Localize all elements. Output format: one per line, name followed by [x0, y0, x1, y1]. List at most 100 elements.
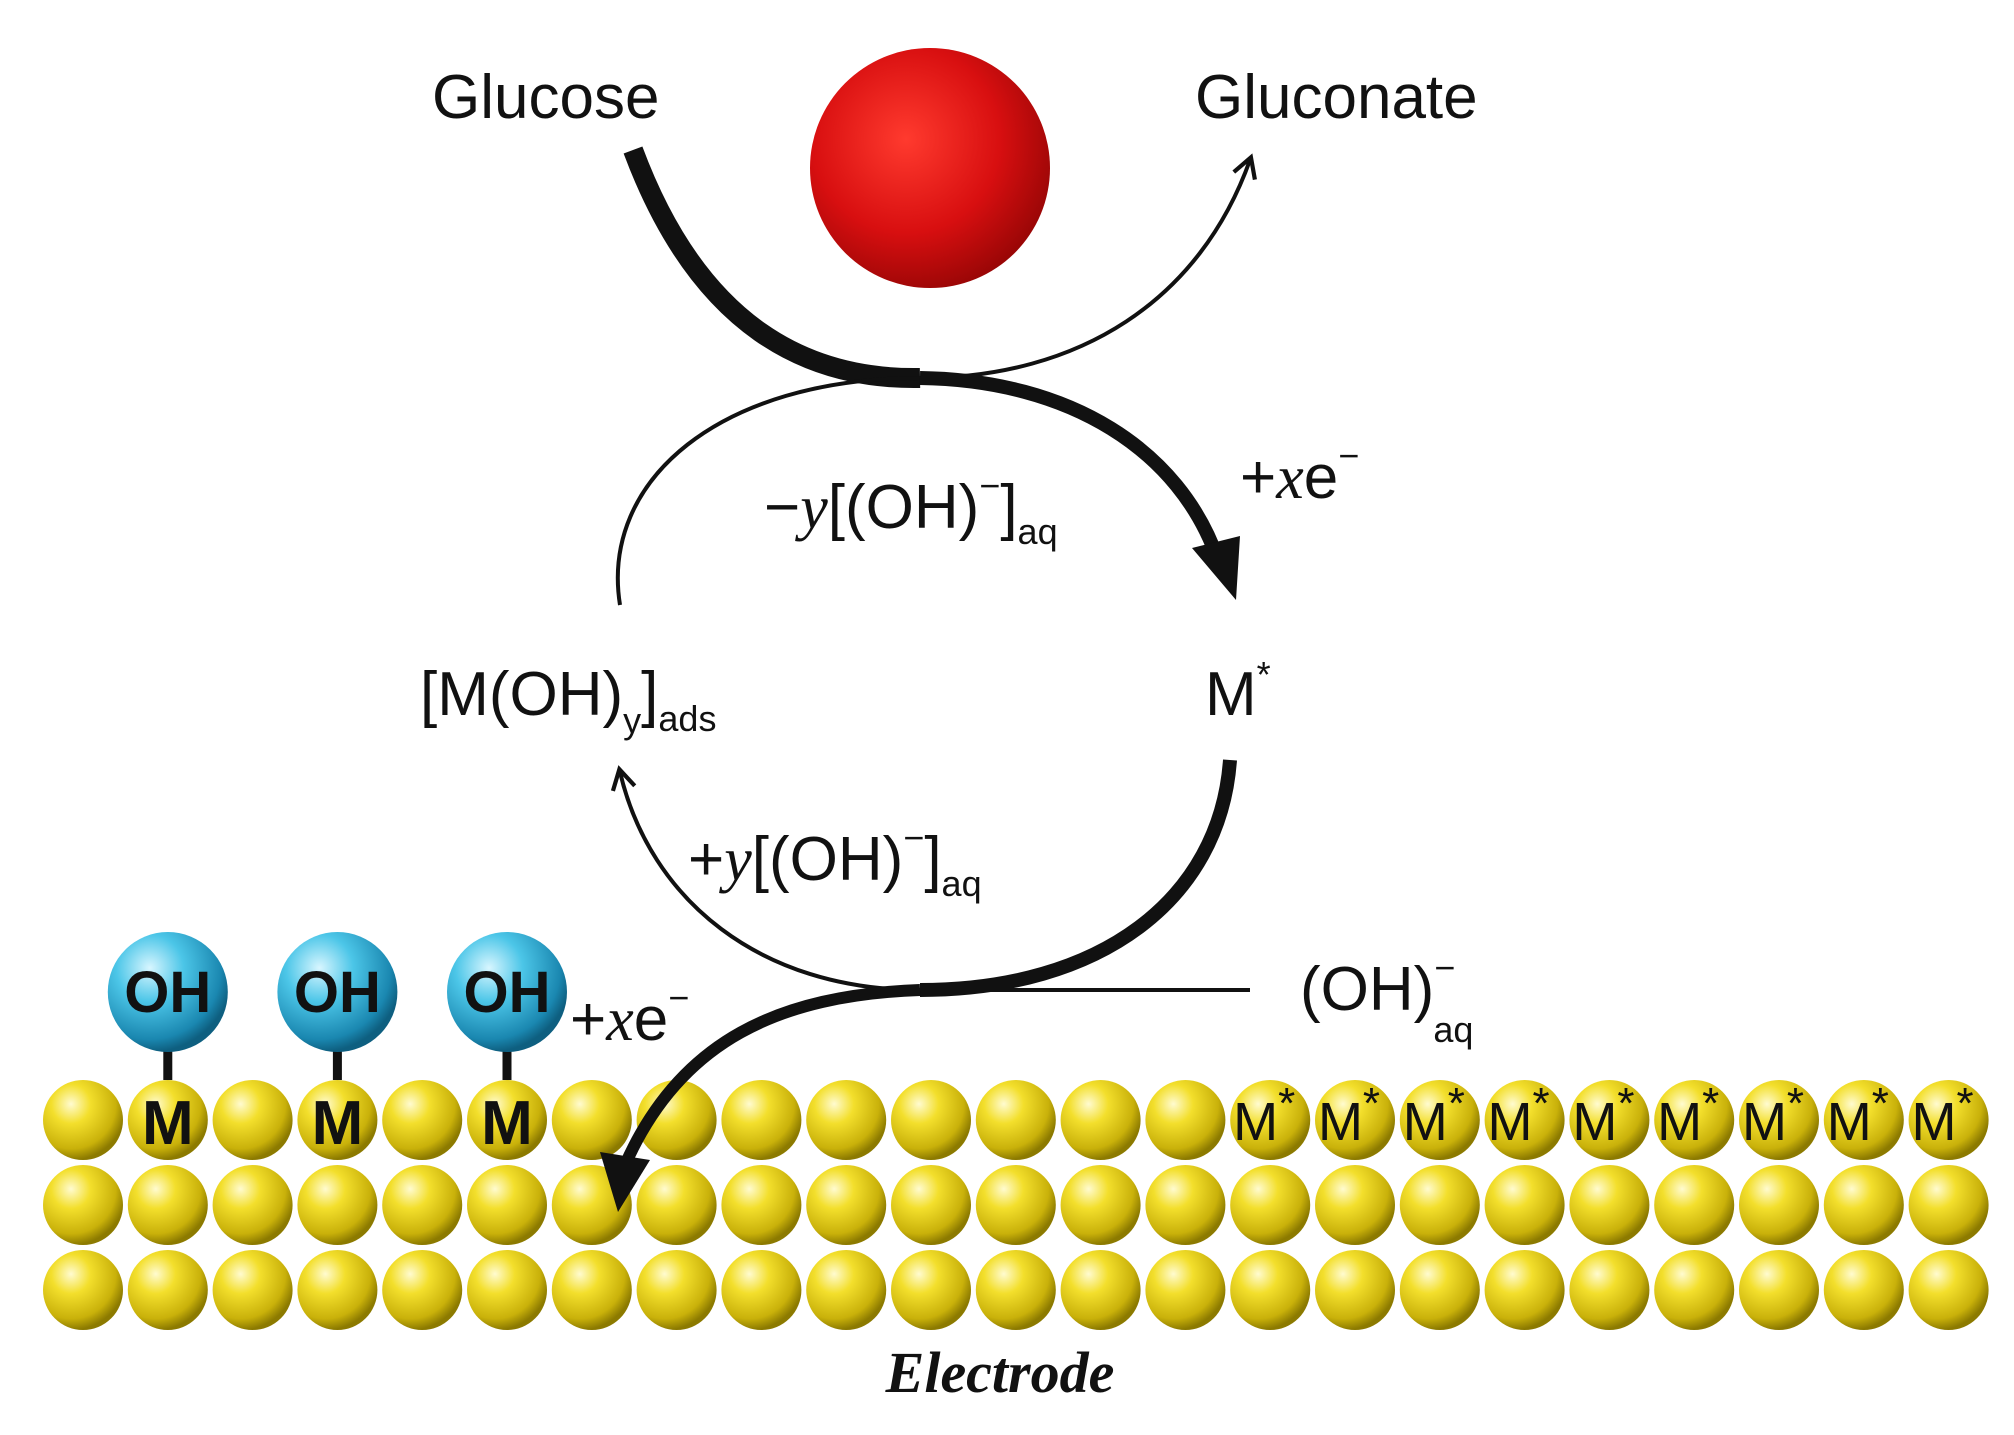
active-site-m-star: M* — [1318, 1079, 1380, 1152]
electrode-atom — [1823, 1165, 1904, 1245]
electrode-atom — [975, 1165, 1056, 1245]
cycle-top-right-arrowhead — [1192, 536, 1240, 600]
m-letter: M — [1657, 1092, 1702, 1152]
aq-subscript: aq — [942, 863, 982, 904]
oh-adsorbate-layer: OH OH OH — [107, 932, 567, 1080]
electrode-atom — [721, 1080, 802, 1160]
active-site-m-star: M* — [1827, 1079, 1889, 1152]
electrode-atom — [43, 1080, 123, 1160]
m-letter: M — [1233, 1092, 1278, 1152]
minus-sign: − — [764, 473, 800, 542]
surface-metal-m: M — [481, 1089, 533, 1158]
electrode-atom — [1484, 1165, 1565, 1245]
electron-to-electrode-arrow — [619, 984, 921, 1168]
electrode-caption: Electrode — [885, 1340, 1115, 1405]
electron-to-electrode-arrowhead — [600, 1152, 650, 1212]
electrode-atom — [1315, 1165, 1395, 1245]
aq-subscript: aq — [1433, 1009, 1473, 1050]
star: * — [1278, 1079, 1295, 1128]
electrode-atom — [636, 1165, 717, 1245]
electrode-atom — [127, 1165, 208, 1245]
active-site-m-star: M* — [1657, 1079, 1719, 1152]
star: * — [1363, 1079, 1380, 1128]
oh-adsorbate-label: OH — [294, 960, 381, 1025]
electron: e — [1304, 443, 1338, 512]
electrode-atom — [297, 1250, 378, 1330]
electrode-atom — [1060, 1080, 1141, 1160]
electrode-atom — [297, 1080, 378, 1160]
electrode-atom — [1315, 1080, 1395, 1160]
aq-subscript: aq — [1018, 511, 1058, 552]
electrode-atom — [806, 1080, 887, 1160]
electrode-atom — [1908, 1080, 1989, 1160]
electron: e — [634, 985, 668, 1054]
star: * — [1533, 1079, 1550, 1128]
star: * — [1617, 1079, 1634, 1128]
active-site-m-star: M* — [1572, 1079, 1634, 1152]
m-letter: M — [1912, 1092, 1957, 1152]
m-letter: M — [1488, 1092, 1533, 1152]
plus-sign: + — [570, 985, 606, 1054]
electrode-atom — [382, 1080, 463, 1160]
electrode-atom — [1484, 1080, 1565, 1160]
surface-metal-m: M — [142, 1089, 194, 1158]
electrode-atom — [212, 1080, 293, 1160]
m-letter: M — [1318, 1092, 1363, 1152]
cycle-top-left-arc — [615, 376, 921, 606]
m-letter: M — [1827, 1092, 1872, 1152]
electrode-atom — [1739, 1250, 1819, 1330]
y-variable: y — [718, 826, 752, 894]
electrode-atom — [127, 1080, 208, 1160]
active-site-m-star: M* — [1488, 1079, 1550, 1152]
gluconate-outflow-arrow — [919, 153, 1257, 380]
electrode-atom — [1823, 1080, 1904, 1160]
oh-adsorbate-label: OH — [124, 960, 211, 1025]
electron-loss-label-lower: +xe− — [570, 977, 689, 1054]
cycle-bottom-right-arc — [919, 759, 1237, 997]
oh-group: [(OH) — [828, 473, 980, 542]
electrode-atom — [636, 1250, 717, 1330]
electrode-atom — [891, 1250, 971, 1330]
electrode-atom — [127, 1250, 208, 1330]
electrode-atom — [551, 1080, 632, 1160]
electrode-atom — [467, 1080, 547, 1160]
cycle-top-right-arrow — [919, 371, 1225, 563]
active-site-m-star: M* — [1912, 1079, 1974, 1152]
bracket: ] — [641, 660, 658, 729]
electrode-atom — [1315, 1250, 1395, 1330]
m-letter: M — [1205, 660, 1257, 729]
star: * — [1787, 1079, 1804, 1128]
electrode-atom — [1908, 1250, 1989, 1330]
electrode-atom — [891, 1080, 971, 1160]
electrode-atom — [1230, 1080, 1311, 1160]
m-letter: M — [1742, 1092, 1787, 1152]
charge: − — [1338, 435, 1359, 476]
electrode-atom — [1060, 1250, 1141, 1330]
electrode-atom — [43, 1165, 123, 1245]
electrode-atom — [1908, 1165, 1989, 1245]
electrode-atom — [1569, 1165, 1650, 1245]
gluconate-label: Gluconate — [1195, 63, 1478, 132]
bracket: ] — [924, 825, 941, 894]
star: * — [1872, 1079, 1889, 1128]
x-variable: x — [605, 986, 634, 1054]
star: * — [1702, 1079, 1719, 1128]
bracket: ] — [1000, 473, 1017, 542]
electrode-atom — [1823, 1250, 1904, 1330]
electrode-atom — [467, 1165, 547, 1245]
electrode-atom — [1739, 1165, 1819, 1245]
electrode-atom — [1230, 1165, 1311, 1245]
electrode-atom — [975, 1250, 1056, 1330]
oh-adsorbate-sphere — [277, 932, 398, 1052]
active-site-m-star: M* — [1403, 1079, 1465, 1152]
electrode-atom — [1145, 1165, 1226, 1245]
charge: − — [979, 465, 1000, 506]
charge: − — [903, 817, 924, 858]
electrode-atom — [1739, 1080, 1819, 1160]
star: * — [1957, 1079, 1974, 1128]
oh-adsorbate-label: OH — [464, 960, 551, 1025]
electrode-atom — [1654, 1080, 1735, 1160]
electrode-atom — [467, 1250, 547, 1330]
electrode-atom — [806, 1165, 887, 1245]
